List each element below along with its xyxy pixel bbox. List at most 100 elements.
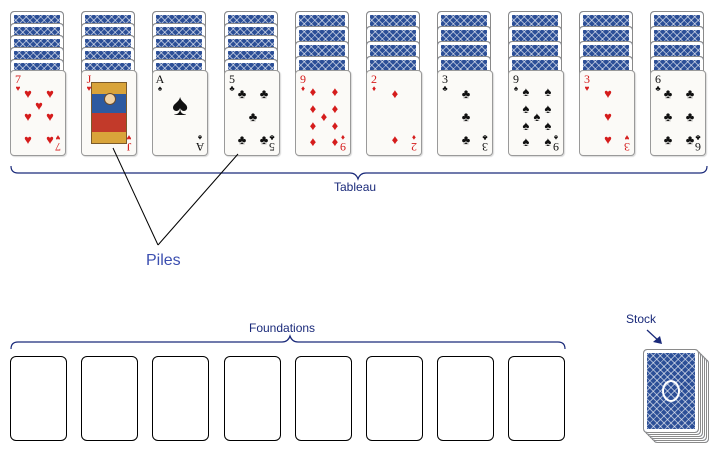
faceup-card[interactable]: 2♦2♦♦♦ [366,70,422,156]
clubs-icon: ♣ [461,132,471,147]
hearts-icon: ♥ [24,86,32,101]
card-rank: 5 [229,72,235,86]
spades-icon: ♠ [172,89,188,122]
card-corner-index: 6♣ [653,72,663,94]
card-corner-index: 3♣ [480,132,490,154]
diamonds-icon: ♦ [371,84,377,93]
spades-icon: ♠ [544,118,552,133]
clubs-icon: ♣ [685,132,695,147]
card-corner-index: 2♦ [409,132,419,154]
clubs-icon: ♣ [663,109,673,124]
foundation-slot[interactable] [366,356,423,441]
spades-icon: ♠ [522,101,530,116]
foundation-slot[interactable] [10,356,67,441]
diamonds-icon: ♦ [331,101,339,116]
spades-icon: ♠ [544,101,552,116]
card-rank: A [155,72,165,86]
faceup-card[interactable]: 7♥7♥♥♥♥♥♥♥♥ [10,70,66,156]
card-corner-index: 3♥ [622,132,632,154]
card-rank: 3 [442,72,448,86]
clubs-icon: ♣ [655,84,661,93]
foundation-slot[interactable] [437,356,494,441]
piles-pointer-line [157,153,239,246]
diamonds-icon: ♦ [320,109,328,124]
spades-icon: ♠ [522,118,530,133]
clubs-icon: ♣ [229,84,235,93]
clubs-icon: ♣ [461,86,471,101]
hearts-icon: ♥ [86,84,92,93]
hearts-icon: ♥ [15,84,21,93]
faceup-card[interactable]: 3♥3♥♥♥♥ [579,70,635,156]
jack-portrait [91,82,127,144]
piles-label: Piles [146,252,181,269]
card-corner-index: 9♠ [511,73,521,94]
tableau-label: Tableau [334,180,377,194]
diamonds-icon: ♦ [331,84,339,99]
card-rank: 2 [411,140,417,154]
hearts-icon: ♥ [24,109,32,124]
tableau-pile[interactable]: 7♥7♥♥♥♥♥♥♥♥ [10,11,66,157]
stock-card [643,349,699,433]
foundation-slot[interactable] [295,356,352,441]
hearts-icon: ♥ [46,109,54,124]
clubs-icon: ♣ [663,86,673,101]
tableau-pile[interactable]: J♥J♥ [81,11,137,157]
clubs-icon: ♣ [237,86,247,101]
tableau-pile[interactable]: A♠A♠♠ [152,11,208,157]
tableau-pile[interactable]: 5♣5♣♣♣♣♣♣ [224,11,280,157]
spades-icon: ♠ [513,84,519,93]
faceup-card[interactable]: 9♠9♠♠♠♠♠♠♠♠♠♠ [508,70,564,156]
diamonds-icon: ♦ [309,101,317,116]
faceup-card[interactable]: J♥J♥ [81,70,137,156]
foundation-slot[interactable] [152,356,209,441]
foundation-slot[interactable] [81,356,138,441]
spades-icon: ♠ [544,84,552,99]
tableau-pile[interactable]: 6♣6♣♣♣♣♣♣♣ [650,11,706,157]
jack-face [104,93,116,105]
card-corner-index: J♥ [84,72,94,94]
tableau-pile[interactable]: 2♦2♦♦♦ [366,11,422,157]
card-corner-index: 5♣ [227,72,237,94]
card-rank: 3 [584,72,590,86]
card-rank: A [195,140,205,154]
card-back-medallion-icon [662,380,680,402]
diamonds-icon: ♦ [331,118,339,133]
tableau-pile[interactable]: 9♠9♠♠♠♠♠♠♠♠♠♠ [508,11,564,157]
spades-icon: ♠ [533,109,541,124]
card-rank: 9 [300,72,306,86]
hearts-icon: ♥ [46,132,54,147]
faceup-card[interactable]: 9♦9♦♦♦♦♦♦♦♦♦♦ [295,70,351,156]
tableau-pile[interactable]: 3♥3♥♥♥♥ [579,11,635,157]
faceup-card[interactable]: A♠A♠♠ [152,70,208,156]
clubs-icon: ♣ [259,132,269,147]
card-corner-index: 3♥ [582,72,592,94]
piles-pointer-line [112,147,159,246]
clubs-icon: ♣ [482,133,488,142]
card-corner-index: 3♣ [440,72,450,94]
tableau-pile[interactable]: 3♣3♣♣♣♣ [437,11,493,157]
hearts-icon: ♥ [604,132,612,147]
stock-pile[interactable] [641,347,715,447]
diamonds-icon: ♦ [309,118,317,133]
faceup-card[interactable]: 3♣3♣♣♣♣ [437,70,493,156]
card-rank: 6 [655,72,661,86]
faceup-card[interactable]: 6♣6♣♣♣♣♣♣♣ [650,70,706,156]
hearts-icon: ♥ [24,132,32,147]
diamonds-icon: ♦ [309,134,317,149]
card-rank: J [126,140,132,154]
stock-label: Stock [626,312,657,326]
diamonds-icon: ♦ [391,132,399,147]
clubs-icon: ♣ [461,109,471,124]
hearts-icon: ♥ [35,98,43,113]
spades-icon: ♠ [522,84,530,99]
card-rank: 3 [482,140,488,154]
spades-icon: ♠ [544,134,552,149]
card-corner-index: 7♥ [13,73,23,94]
card-corner-index: 2♦ [369,73,379,94]
clubs-icon: ♣ [442,84,448,93]
foundation-slot[interactable] [508,356,565,441]
tableau-pile[interactable]: 9♦9♦♦♦♦♦♦♦♦♦♦ [295,11,351,157]
card-rank: J [86,72,92,86]
foundation-slot[interactable] [224,356,281,441]
faceup-card[interactable]: 5♣5♣♣♣♣♣♣ [224,70,280,156]
